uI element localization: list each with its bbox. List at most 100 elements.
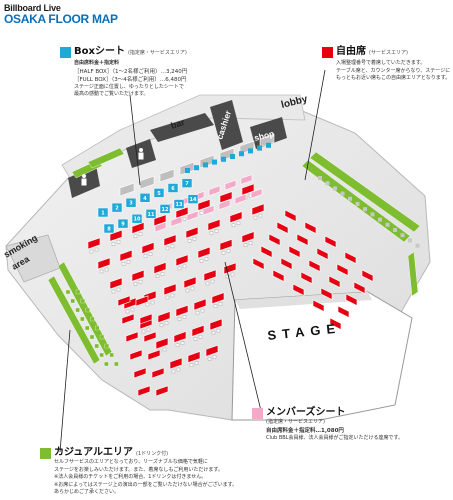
counter-stool xyxy=(333,186,337,191)
box-seat xyxy=(159,204,171,214)
free-seat-table xyxy=(193,298,207,311)
free-seat-table xyxy=(353,281,366,294)
counter-stool xyxy=(408,238,412,243)
seat-chair xyxy=(133,234,138,238)
free-seat-table xyxy=(304,221,317,234)
free-seat-note-2: テーブル席と、カウンター席からなり、ステージに xyxy=(336,67,451,74)
free-seat-table xyxy=(191,324,205,337)
box-seat-number: 12 xyxy=(162,207,169,213)
free-seat-table xyxy=(109,277,123,290)
seat-chair xyxy=(145,302,150,307)
seat-chair xyxy=(199,211,204,215)
upper-table xyxy=(139,175,155,190)
casual-seat xyxy=(94,343,99,349)
seat-chair xyxy=(164,321,169,325)
seat-chair xyxy=(193,337,198,341)
casual-counter-side xyxy=(407,251,419,297)
casual-seat xyxy=(85,307,90,313)
free-seat-table xyxy=(139,313,153,325)
seat-chair xyxy=(182,315,187,319)
free-seat-table xyxy=(131,269,145,282)
legend-members-seat: メンバーズシート (指定席・サービスエリア) 自由席料金＋指定料…1,080円 … xyxy=(252,407,403,442)
counter-seat xyxy=(239,151,244,157)
counter-stool xyxy=(348,196,352,201)
free-seat-table xyxy=(211,292,225,305)
free-seat-swatch xyxy=(322,47,333,58)
free-seat-table xyxy=(185,226,199,239)
seat-chair xyxy=(253,215,258,220)
seat-chair xyxy=(192,236,197,241)
seat-chair xyxy=(218,302,223,306)
brand-name: Billboard Live xyxy=(4,3,61,13)
casual-seat xyxy=(80,298,85,304)
seat-chair xyxy=(146,327,151,332)
free-seat-table xyxy=(131,221,145,235)
seat-chair xyxy=(170,293,175,298)
box-seat-number: 13 xyxy=(176,202,183,208)
seat-chair xyxy=(160,272,165,276)
seat-chair xyxy=(159,323,164,327)
counter-stool xyxy=(325,181,330,186)
box-seat-sub: (指定席・サービスエリア) xyxy=(127,50,187,56)
casual-seat xyxy=(99,352,104,358)
seat-chair xyxy=(138,232,143,236)
seat-chair xyxy=(236,221,241,226)
box-seat-half-price: ［HALF BOX］（1〜2名様ご利用）…3,240円 xyxy=(74,68,188,75)
casual-seat xyxy=(80,316,85,322)
free-seat-table xyxy=(207,218,221,231)
counter-stool xyxy=(370,212,375,217)
seat-chair xyxy=(212,355,217,359)
members-seat-swatch xyxy=(252,408,263,419)
restroom-female-icon xyxy=(81,174,87,186)
free-seat-table xyxy=(300,271,313,284)
counter-seat xyxy=(221,156,226,162)
seat-chair xyxy=(176,367,181,372)
box-seat xyxy=(125,197,137,208)
seat-chair xyxy=(205,281,210,286)
box-seat xyxy=(97,207,109,218)
free-seat-table xyxy=(197,198,211,211)
counter-seat xyxy=(230,154,235,159)
free-seat-table xyxy=(229,211,243,224)
free-seat-table xyxy=(157,311,171,324)
free-seat-table xyxy=(260,245,273,258)
free-seat-table xyxy=(280,257,293,270)
free-seat-table xyxy=(328,275,341,288)
casual-seat xyxy=(95,325,100,331)
free-seat-table xyxy=(97,257,111,270)
casual-counter-right xyxy=(309,151,421,233)
cashier-block xyxy=(210,100,243,150)
casual-area-swatch xyxy=(40,448,51,459)
box-seat xyxy=(153,188,165,198)
free-seat-table xyxy=(345,293,358,306)
seat-chair xyxy=(165,295,170,300)
free-seat-table xyxy=(308,259,321,272)
box-seat xyxy=(187,194,199,204)
seat-chair xyxy=(214,229,219,233)
seat-chair xyxy=(216,328,221,333)
free-seat-table xyxy=(137,385,151,397)
free-seat-sub: (サービスエリア) xyxy=(369,50,408,56)
seat-chair xyxy=(171,369,176,374)
box-seat-number: 8 xyxy=(107,227,111,233)
free-seat-table xyxy=(169,357,183,370)
box-seat xyxy=(167,183,179,193)
casual-area-note-5: あらかじめご了承ください。 xyxy=(54,489,120,495)
seat-chair xyxy=(258,213,263,218)
casual-counter-left xyxy=(57,261,113,357)
counter-seat xyxy=(194,165,199,171)
seat-chair xyxy=(141,329,146,334)
casual-area-note-4: ※お席によってはステージ上の演出の一部をご覧いただけない場合がございます。 xyxy=(54,481,238,488)
seat-chair xyxy=(221,251,226,255)
casual-seat xyxy=(75,307,80,313)
legend-box-seat: Boxシート (指定席・サービスエリア) 自由席料金＋指定料 ［HALF BOX… xyxy=(60,46,187,99)
free-seat-table xyxy=(117,295,131,307)
free-seat-table xyxy=(125,331,139,343)
box-seat-number: 11 xyxy=(148,212,155,218)
box-seat-note-1: ステージ正面に位置し、ゆったりとしたシートで xyxy=(74,83,184,90)
casual-seat xyxy=(104,343,109,349)
members-seat-table xyxy=(208,185,221,197)
members-seat-table xyxy=(224,179,237,191)
free-seat-table xyxy=(133,367,147,379)
counter-stool xyxy=(415,243,420,248)
